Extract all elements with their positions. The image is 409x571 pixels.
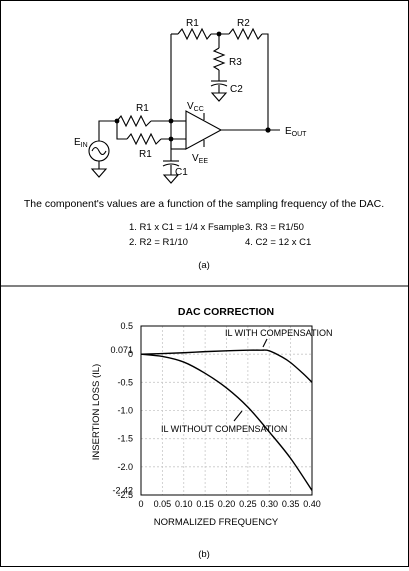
caption-a: (a) [198, 260, 210, 271]
x-tick-label: 0.30 [260, 499, 278, 509]
wire [98, 120, 117, 141]
resistor-r1-input-lower [126, 132, 162, 146]
equation-1: 1. R1 x C1 = 1/4 x Fsample [129, 222, 244, 233]
resistor-r1-input-upper [116, 114, 152, 128]
equation-4: 4. C2 = 12 x C1 [245, 237, 311, 248]
series-line-without-compensation [140, 353, 313, 491]
leader-line-without [233, 410, 243, 422]
equation-3: 3. R3 = R1/50 [245, 222, 304, 233]
component-note: The component's values are a function of… [24, 198, 384, 210]
resistor-r3 [212, 47, 226, 71]
ground-icon [90, 168, 108, 178]
capacitor-c1-plate-curved [162, 163, 180, 167]
label-c2: C2 [230, 84, 243, 95]
chart-title: DAC CORRECTION [178, 306, 274, 318]
sine-wave-icon [91, 146, 107, 156]
label-r2-top: R2 [237, 18, 250, 29]
junction-dot [265, 127, 271, 133]
series-label-with-compensation: IL WITH COMPENSATION [225, 328, 333, 338]
resistor-r2-top [228, 27, 263, 41]
series-layer [140, 349, 313, 491]
label-r1-input-lower: R1 [139, 149, 152, 160]
label-ein: EIN [74, 137, 88, 149]
x-tick-label: 0.05 [154, 499, 172, 509]
y-tick-label: -2.0 [117, 462, 133, 472]
y-axis-label: INSERTION LOSS (IL) [91, 364, 102, 460]
plot-frame [140, 325, 313, 496]
grid-layer [141, 326, 312, 495]
x-tick-label: 0.10 [175, 499, 193, 509]
label-eout: EOUT [285, 126, 307, 138]
x-tick-label: 0.20 [218, 499, 236, 509]
x-tick-label: 0 [138, 499, 143, 509]
label-c1: C1 [175, 167, 188, 178]
ground-icon [162, 174, 180, 184]
series-line-with-compensation [140, 349, 313, 383]
op-amp-icon [185, 110, 223, 150]
capacitor-c2-plate-curved [210, 83, 228, 87]
wire [116, 121, 127, 140]
resistor-r1-top [177, 27, 212, 41]
y-tick-label: -0.5 [117, 377, 133, 387]
x-tick-label: 0.40 [303, 499, 321, 509]
label-r3: R3 [229, 57, 242, 68]
schematic: R1 R2 R3 C2 R1 R1 C1 VCC VEE EIN EOUT Th… [24, 18, 384, 271]
label-r1-input-upper: R1 [136, 103, 149, 114]
x-tick-label: 0.15 [196, 499, 214, 509]
caption-b: (b) [198, 549, 210, 560]
y-tick-label: -1.5 [117, 434, 133, 444]
y-tick-label: 0.071 [110, 345, 133, 355]
y-tick-label: 0 [128, 349, 133, 359]
feedback-right-wire [262, 33, 269, 130]
series-label-without-compensation: IL WITHOUT COMPENSATION [161, 424, 287, 434]
x-axis-label: NORMALIZED FREQUENCY [154, 517, 279, 528]
y-tick-label: -2.42 [112, 485, 133, 495]
y-tick-label: 0.5 [120, 321, 133, 331]
label-r1-top: R1 [186, 18, 199, 29]
label-vcc: VCC [187, 101, 204, 113]
leader-line-with [262, 338, 268, 348]
y-tick-label: -1.0 [117, 406, 133, 416]
ground-icon [210, 92, 228, 102]
x-tick-label: 0.35 [282, 499, 300, 509]
equation-2: 2. R2 = R1/10 [129, 237, 188, 248]
x-tick-label: 0.25 [239, 499, 257, 509]
label-vee: VEE [192, 153, 208, 165]
y-tick-label: -2.5 [117, 490, 133, 500]
